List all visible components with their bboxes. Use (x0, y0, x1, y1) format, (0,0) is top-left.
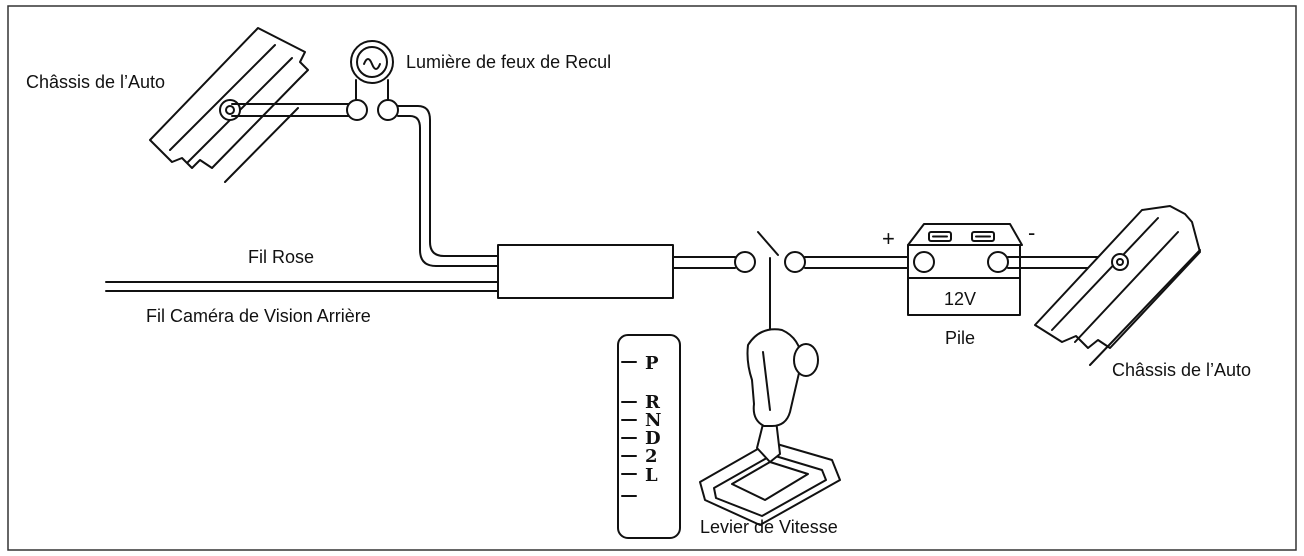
label-pink-wire: Fil Rose (248, 247, 314, 267)
switch-to-battery-wire (804, 256, 916, 269)
pink-wire (397, 105, 499, 267)
battery (907, 223, 1023, 316)
right-chassis-illustration (1034, 205, 1201, 366)
gear-letter-d: D (645, 428, 661, 449)
battery-minus-sign: - (1028, 220, 1035, 245)
module-to-switch-wire (672, 256, 736, 269)
battery-plus-sign: + (882, 226, 895, 251)
label-battery: Pile (945, 328, 975, 348)
label-camera-wire: Fil Caméra de Vision Arrière (146, 306, 371, 326)
gear-shift-lever-illustration (699, 328, 841, 526)
camera-wire (105, 281, 499, 292)
label-chassis-left: Châssis de l’Auto (26, 72, 165, 92)
label-backup-light: Lumière de feux de Recul (406, 52, 611, 72)
label-chassis-right: Châssis de l’Auto (1112, 360, 1251, 380)
gear-letter-2: 2 (645, 446, 658, 467)
gear-letter-p: P (645, 353, 659, 374)
reverse-switch (734, 231, 806, 341)
battery-voltage-label: 12V (944, 289, 976, 309)
gear-letter-l: L (645, 465, 658, 486)
diagram-frame (7, 5, 1297, 551)
left-ground-wire (231, 103, 351, 117)
gear-letter-r: R (645, 392, 661, 413)
connector-module (497, 244, 674, 299)
left-chassis-illustration (149, 27, 309, 183)
label-gear-lever: Levier de Vitesse (700, 517, 838, 537)
gear-indicator-panel (617, 334, 681, 539)
backup-light-bulb (346, 40, 399, 121)
gear-letter-n: N (645, 410, 661, 431)
